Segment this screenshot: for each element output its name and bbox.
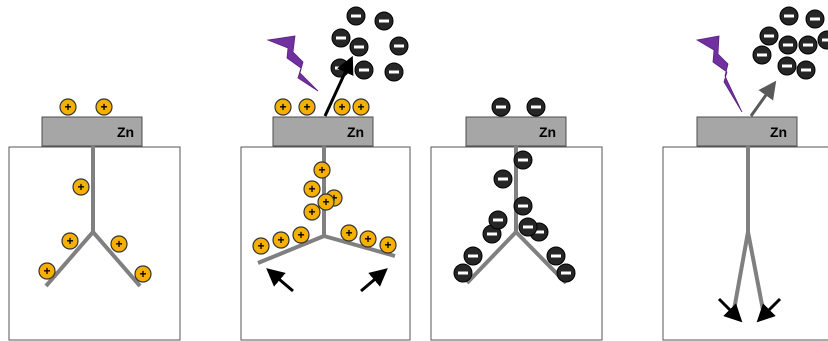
panel-2: Zn +++++++++++++++ bbox=[240, 6, 411, 341]
positive-charges: +++++++++++++++ bbox=[252, 98, 397, 255]
positive-sign: + bbox=[77, 180, 84, 194]
positive-charge-icon: + bbox=[317, 193, 335, 211]
panel-1: Zn + + + + + + + bbox=[8, 98, 181, 341]
negative-charge-icon bbox=[778, 35, 798, 55]
positive-sign: + bbox=[303, 100, 310, 114]
negative-charge-icon bbox=[453, 263, 473, 283]
negative-charge-icon bbox=[389, 36, 409, 56]
negative-charge-icon bbox=[798, 35, 818, 55]
zinc-label: Zn bbox=[539, 124, 556, 140]
electroscope-rod bbox=[44, 146, 142, 288]
negative-charge-icon bbox=[779, 6, 799, 26]
positive-charge-icon: + bbox=[95, 98, 113, 116]
zinc-plate bbox=[272, 116, 374, 147]
positive-charge-icon: + bbox=[61, 232, 79, 250]
leaf-collapse-arrow-right bbox=[756, 297, 782, 323]
positive-sign: + bbox=[338, 100, 345, 114]
zinc-label: Zn bbox=[770, 124, 787, 140]
negative-charge-icon bbox=[759, 26, 779, 46]
positive-charge-icon: + bbox=[72, 178, 90, 196]
positive-charge-icon: + bbox=[272, 231, 290, 249]
positive-sign: + bbox=[318, 163, 325, 177]
negative-charge-icon bbox=[463, 246, 483, 266]
light-bolt-icon bbox=[266, 35, 319, 92]
positive-charge-icon: + bbox=[274, 98, 292, 116]
zinc-label: Zn bbox=[347, 124, 364, 140]
negative-charge-icon bbox=[349, 37, 369, 57]
electron-emission-arrow bbox=[749, 80, 777, 117]
positive-charge-icon: + bbox=[352, 98, 370, 116]
negative-charge-icon bbox=[752, 45, 772, 65]
positive-charge-icon: + bbox=[38, 262, 56, 280]
negative-charge-icon bbox=[796, 60, 816, 80]
positive-sign: + bbox=[115, 237, 122, 251]
negative-charge-icon bbox=[817, 30, 828, 50]
positive-charge-icon: + bbox=[303, 180, 321, 198]
leaf-collapse-arrow-left bbox=[717, 297, 743, 323]
negative-charge-icon bbox=[354, 60, 374, 80]
positive-charge-icon: + bbox=[298, 98, 316, 116]
negative-charges bbox=[453, 97, 576, 283]
positive-charge-icon: + bbox=[340, 224, 358, 242]
positive-sign: + bbox=[100, 100, 107, 114]
emitted-electrons bbox=[752, 6, 828, 80]
negative-charge-icon bbox=[488, 210, 508, 230]
positive-charge-icon: + bbox=[359, 230, 377, 248]
positive-sign: + bbox=[330, 191, 337, 205]
positive-sign: + bbox=[308, 205, 315, 219]
positive-charge-icon: + bbox=[313, 161, 331, 179]
negative-charge-icon bbox=[491, 97, 511, 117]
zinc-plate bbox=[696, 116, 798, 147]
negative-charge-icon bbox=[331, 28, 351, 48]
positive-sign: + bbox=[257, 239, 264, 253]
negative-charge-icon bbox=[556, 263, 576, 283]
positive-sign: + bbox=[357, 100, 364, 114]
positive-charge-icon: + bbox=[252, 237, 270, 255]
positive-charge-icon: + bbox=[303, 203, 321, 221]
positive-sign: + bbox=[308, 182, 315, 196]
positive-charge-icon: + bbox=[333, 98, 351, 116]
negative-charge-icon bbox=[513, 150, 533, 170]
electron-emission-arrow bbox=[323, 55, 354, 117]
positive-sign: + bbox=[297, 228, 304, 242]
negative-charge-icon bbox=[482, 224, 502, 244]
negative-charge-icon bbox=[546, 246, 566, 266]
positive-sign: + bbox=[64, 100, 71, 114]
leaf-spread-arrow-right bbox=[360, 268, 388, 293]
emitted-electrons bbox=[330, 6, 409, 82]
negative-charge-icon bbox=[526, 97, 546, 117]
panel-4: Zn bbox=[662, 6, 828, 341]
negative-charge-icon bbox=[346, 6, 366, 26]
positive-sign: + bbox=[139, 267, 146, 281]
positive-sign: + bbox=[364, 232, 371, 246]
leaf-spread-arrow-left bbox=[266, 268, 294, 293]
positive-sign: + bbox=[66, 234, 73, 248]
positive-charge-icon: + bbox=[292, 226, 310, 244]
panel-3: Zn bbox=[430, 97, 603, 341]
positive-charge-icon: + bbox=[59, 98, 77, 116]
positive-sign: + bbox=[384, 238, 391, 252]
negative-charge-icon bbox=[493, 169, 513, 189]
zinc-label: Zn bbox=[117, 124, 134, 140]
zinc-plate bbox=[41, 116, 143, 147]
positive-sign: + bbox=[43, 264, 50, 278]
negative-charge-icon bbox=[374, 11, 394, 31]
negative-charge-icon bbox=[384, 62, 404, 82]
negative-charge-icon bbox=[805, 9, 825, 29]
negative-charge-icon bbox=[777, 56, 797, 76]
positive-charge-icon: + bbox=[110, 235, 128, 253]
positive-sign: + bbox=[277, 233, 284, 247]
light-bolt-icon bbox=[695, 35, 743, 113]
positive-charge-icon: + bbox=[134, 265, 152, 283]
positive-sign: + bbox=[345, 226, 352, 240]
negative-charge-icon bbox=[513, 196, 533, 216]
positive-charges: + + + + + + + bbox=[38, 98, 152, 283]
positive-charge-icon: + bbox=[379, 236, 397, 254]
negative-charge-icon bbox=[518, 217, 538, 237]
positive-sign: + bbox=[322, 195, 329, 209]
electroscope-rod bbox=[257, 146, 396, 265]
electroscope-rod bbox=[732, 146, 765, 311]
positive-sign: + bbox=[279, 100, 286, 114]
